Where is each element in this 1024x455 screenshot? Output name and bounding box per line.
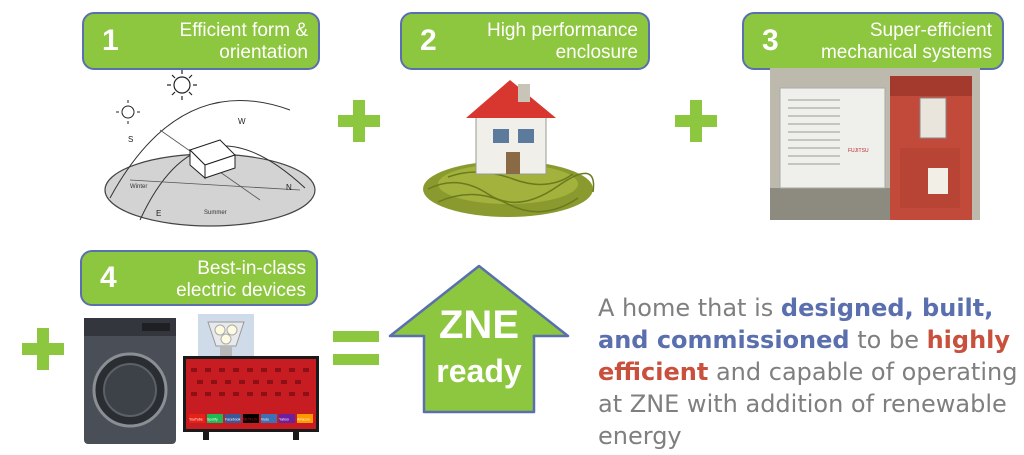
step-4-box: 4 Best-in-class electric devices (80, 250, 318, 306)
tv-app-amazon: Amazon (297, 418, 310, 422)
ac-brand-label: FUJITSU (848, 148, 869, 154)
sun-icon (167, 70, 197, 100)
step-4-label-line1: Best-in-class (197, 258, 306, 279)
step-2-label-line2: enclosure (555, 42, 638, 63)
step-3-label-line1: Super-efficient (869, 20, 992, 41)
step-2-label-line1: High performance (486, 20, 638, 41)
step-3-label: Super-efficient mechanical systems (821, 20, 992, 64)
step-4-number: 4 (100, 261, 117, 294)
zne-ready-house-shape (388, 264, 570, 414)
plus-icon-1 (338, 100, 380, 142)
tv-app-netflix: NETFLIX (243, 418, 258, 422)
step-1-box: 1 Efficient form & orientation (82, 12, 320, 70)
summer-label: Summer (204, 210, 227, 216)
step-4-label-line2: electric devices (176, 280, 306, 301)
tv-app-tiles (189, 414, 313, 423)
winter-label: Winter (130, 184, 147, 190)
step-2-number: 2 (420, 24, 437, 57)
desc-highly-efficient: highly efficient (598, 326, 1011, 386)
desc-part1: A home that is (598, 294, 781, 322)
desc-designed-built-commissioned: designed, built, and commissioned (598, 294, 994, 354)
sun-path-diagram: W S N E Winter Summer (104, 70, 316, 227)
tv-app-facebook: Facebook (225, 418, 241, 422)
tv-image: YouTube Spotify Facebook NETFLIX Vudu Ya… (183, 356, 319, 442)
sun-icon-small (116, 100, 140, 124)
tv-app-spotify: Spotify (207, 418, 218, 422)
tv-app-vudu: Vudu (261, 418, 269, 422)
step-4-label: Best-in-class electric devices (176, 258, 306, 302)
step-3-number: 3 (762, 24, 779, 57)
ready-label: ready (436, 353, 522, 389)
tv-app-youtube: YouTube (189, 418, 203, 422)
heat-pump-unit: FUJITSU (779, 87, 886, 189)
step-1-label-line1: Efficient form & (179, 20, 308, 41)
desc-part3: and capable of operating at ZNE with add… (598, 358, 1018, 450)
tv-app-yahoo: Yahoo (279, 418, 289, 422)
equals-icon (333, 331, 379, 365)
zne-label: ZNE (439, 303, 519, 347)
step-3-label-line2: mechanical systems (820, 42, 992, 63)
step-2-box: 2 High performance enclosure (400, 12, 650, 70)
step-1-number: 1 (102, 24, 119, 57)
dir-s-label: S (128, 135, 133, 144)
step-1-label: Efficient form & orientation (180, 20, 308, 64)
washing-machine-image (84, 318, 176, 444)
house-scarf-image (423, 80, 595, 217)
led-bulb-image (198, 314, 254, 364)
water-heater (890, 76, 972, 220)
plus-icon-2 (675, 100, 717, 142)
dir-w-label: W (238, 117, 246, 126)
dir-n-label: N (286, 183, 292, 192)
house-model (189, 139, 236, 180)
dir-e-label: E (156, 209, 161, 218)
desc-part2: to be (849, 326, 927, 354)
step-2-label: High performance enclosure (487, 20, 638, 64)
plus-icon-3 (22, 328, 64, 370)
step-3-box: 3 Super-efficient mechanical systems (742, 12, 1004, 70)
step-1-label-line2: orientation (219, 42, 308, 63)
zne-description: A home that is designed, built, and comm… (598, 292, 1018, 452)
mechanical-systems-photo: FUJITSU (770, 68, 980, 220)
